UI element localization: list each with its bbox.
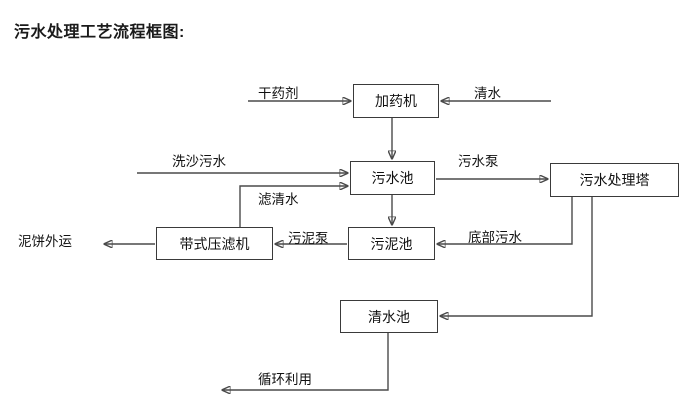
node-sewage-pool[interactable]: 污水池 (350, 161, 435, 195)
node-belt-press[interactable]: 带式压滤机 (156, 227, 273, 260)
node-dosing-machine[interactable]: 加药机 (353, 84, 439, 118)
edge-label-mud-cake-out: 泥饼外运 (18, 234, 72, 249)
edge-label-sewage-pump: 污水泵 (458, 154, 499, 169)
edge-label-bottom-sewage: 底部污水 (468, 230, 522, 245)
wire-tower-to-clean-pool (440, 197, 593, 316)
node-sludge-pool[interactable]: 污泥池 (348, 227, 435, 260)
node-treatment-tower[interactable]: 污水处理塔 (550, 163, 679, 197)
page-title: 污水处理工艺流程框图: (14, 24, 185, 41)
edge-label-sludge-pump: 污泥泵 (288, 231, 329, 246)
edge-label-dry-agent: 干药剂 (258, 86, 299, 101)
edge-label-sand-wash-sewage: 洗沙污水 (172, 154, 226, 169)
edge-label-recycle-use: 循环利用 (258, 372, 312, 387)
edge-label-filtered-water: 滤清水 (258, 192, 299, 207)
edge-label-clean-water-in: 清水 (474, 86, 501, 101)
node-clean-pool[interactable]: 清水池 (340, 300, 438, 333)
